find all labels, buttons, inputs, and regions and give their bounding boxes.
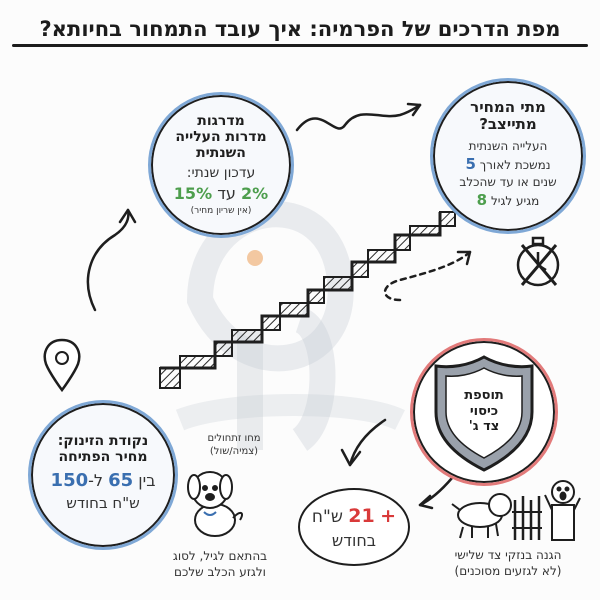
third-party-note: הגנה בנזקי צד שלישי (לא לגזעים מסוכנים): [428, 547, 588, 579]
page-title: מפת הדרכים של הפרמיה: איך עובד התמחור בח…: [39, 17, 561, 41]
stabilize-line2-text: נמשכת לאורך: [479, 157, 551, 172]
tiers-title-line2: מדרות העלייה: [175, 129, 267, 146]
fit-note-line2: ולגזע הכלב שלכם: [174, 565, 266, 580]
tiers-title-line1: מדרגות: [197, 113, 245, 129]
arrow-icon: [383, 250, 472, 302]
shield-text: תוספת כיסוי צד ג': [444, 388, 524, 435]
stabilize-title-line2: מתייצב?: [479, 115, 537, 134]
stabilize-line4: מגיע לגיל 8: [433, 190, 583, 210]
tiers-range-to: 15%: [173, 184, 213, 204]
tiers-range-from: 2%: [241, 184, 269, 204]
stabilize-line1: העלייה השנתית: [468, 138, 548, 153]
tiers-update-label: עדכון שנתי:: [186, 165, 256, 182]
bubble-price-stabilize: מתי המחיר מתייצב? העלייה השנתית נמשכת לא…: [430, 78, 586, 234]
addon-amount: 21: [348, 505, 375, 527]
entry-title-line2: מחיר הפתיחה: [58, 449, 148, 466]
third-party-note-line1: הגנה בנזקי צד שלישי: [454, 548, 562, 562]
bubble-annual-increase: מדרגות מדרות העלייה השנתית עדכון שנתי: 2…: [148, 92, 294, 238]
entry-range: בין 65 ל-150: [31, 469, 175, 493]
breed-price-note: מחו זתחולים (צמיה/שול): [188, 432, 280, 458]
tiers-note: (אין שריון מחיר): [190, 205, 252, 216]
addon-unit: ש"ח: [311, 507, 343, 527]
stabilize-line4-text: מגיע לגיל: [490, 194, 540, 209]
bubble-addon-price: + 21 ש"ח בחודש: [298, 488, 410, 566]
bubble-entry-price: נקודת הזינוק: מחיר הפתיחה בין 65 ל-150 ש…: [28, 400, 178, 550]
entry-unit: ש"ח בחודש: [66, 494, 140, 513]
entry-range-pre: בין: [138, 471, 156, 491]
addon-line2: בחודש: [331, 530, 377, 550]
stabilize-line2: נמשכת לאורך 5: [433, 154, 583, 174]
entry-min: 65: [108, 470, 134, 492]
angry-dog-fence-icon: [451, 493, 542, 540]
fit-note-line1: בהתאם לגיל, לסוג: [172, 549, 268, 563]
addon-line1: + 21 ש"ח: [300, 504, 408, 530]
fit-note: בהתאם לגיל, לסוג ולגזע הכלב שלכם: [150, 548, 290, 580]
breed-price-note-line1: מחו זתחולים: [207, 433, 261, 444]
entry-joiner: ל-: [88, 471, 103, 491]
stabilize-title-line1: מתי המחיר: [470, 98, 546, 116]
stabilize-years: 5: [465, 154, 476, 173]
arrow-icon: [295, 103, 422, 132]
shield-line3: צד ג': [468, 419, 500, 435]
stopwatch-crossed-icon: [516, 236, 560, 287]
title-bar: מפת הדרכים של הפרמיה: איך עובד התמחור בח…: [10, 10, 590, 48]
tiers-range-joiner: עד: [217, 184, 236, 204]
dog-icon: [187, 471, 243, 537]
entry-title-line1: נקודת הזינוק:: [57, 433, 149, 449]
third-party-note-line2: (לא לגזעים מסוכנים): [454, 564, 562, 579]
stabilize-age: 8: [476, 191, 488, 210]
arrow-icon: [86, 208, 130, 312]
shield-line2: כיסוי: [469, 403, 499, 419]
addon-plus: +: [380, 505, 397, 527]
arrow-icon: [348, 418, 387, 467]
tiers-range: 2% עד 15%: [151, 183, 291, 205]
location-pin-icon: [43, 338, 81, 393]
tiers-title-line3: השנתית: [196, 145, 246, 162]
surprised-person-icon: [544, 480, 581, 541]
entry-max: 150: [50, 470, 89, 492]
stabilize-line3: שנים או עד שהכלב: [459, 174, 557, 189]
title-underline: [12, 44, 588, 47]
shield-line1: תוספת: [464, 388, 504, 403]
breed-price-note-line2: (צמיה/שול): [209, 446, 259, 457]
